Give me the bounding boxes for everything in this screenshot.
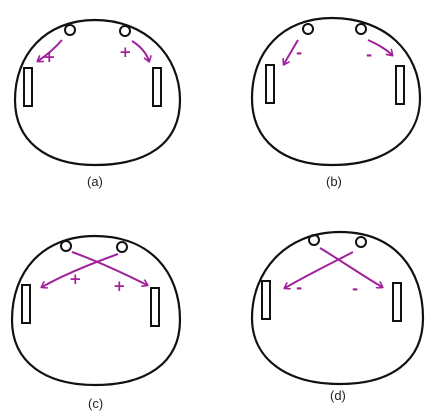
right-connection-arrow (367, 39, 392, 55)
right-sign: - (352, 280, 358, 298)
left-wheel (23, 67, 33, 107)
left-sensor (60, 240, 72, 252)
panel-caption: (c) (88, 396, 103, 411)
right-sign: + (113, 277, 126, 295)
right-wheel (395, 65, 405, 105)
left-sensor (64, 24, 76, 36)
left-connection-arrow (319, 247, 382, 287)
right-sensor (355, 236, 367, 248)
right-sign: + (119, 43, 132, 61)
right-wheel (150, 287, 160, 327)
left-sign: - (296, 44, 302, 62)
right-sign: - (366, 46, 372, 64)
right-wheel (152, 67, 162, 107)
panel-caption: (d) (330, 388, 346, 403)
panel-d: - - (d) (250, 230, 425, 403)
panel-caption: (b) (326, 174, 342, 189)
left-sensor (302, 23, 314, 35)
right-connection-arrow (131, 40, 149, 61)
left-sign: + (69, 270, 82, 288)
left-connection-arrow (71, 251, 147, 285)
right-sensor (355, 23, 367, 35)
panel-c: + + (c) (10, 234, 182, 411)
vehicle-body (10, 234, 182, 387)
right-wheel (392, 282, 402, 322)
left-sign: + (43, 48, 56, 66)
left-connection-arrow (38, 39, 63, 61)
right-connection-arrow (42, 253, 119, 287)
panel-a: + + (a) (13, 18, 182, 189)
right-sensor (119, 25, 131, 37)
left-sign: - (296, 279, 302, 297)
left-wheel (261, 280, 271, 320)
left-wheel (21, 284, 31, 324)
left-wheel (265, 64, 275, 104)
right-sensor (116, 241, 128, 253)
right-connection-arrow (285, 251, 354, 288)
vehicle-body (250, 230, 425, 386)
left-connection-arrow (284, 39, 299, 64)
vehicle-body (13, 18, 182, 167)
vehicle-body (250, 16, 422, 167)
panel-b: - - (b) (250, 16, 422, 189)
panel-caption: (a) (87, 174, 103, 189)
left-sensor (308, 234, 320, 246)
